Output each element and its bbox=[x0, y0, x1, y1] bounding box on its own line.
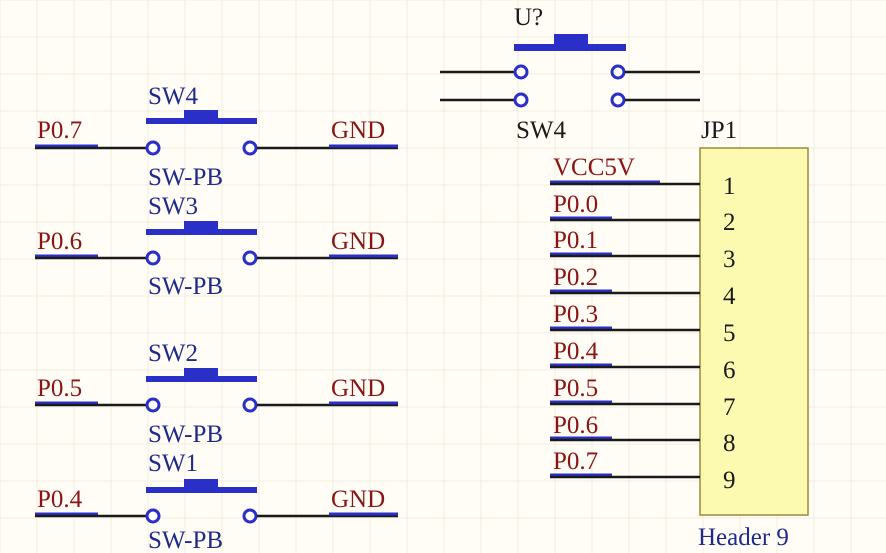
switch-actuator-button bbox=[554, 34, 588, 46]
header-pin-9: P0.7 9 bbox=[550, 448, 736, 494]
pin-pad bbox=[610, 64, 626, 80]
pin-pad bbox=[513, 64, 529, 80]
switch-actuator-bar bbox=[146, 118, 257, 124]
header-jp1[interactable]: JP1 Header 9 VCC5V 1 P0.0 2 P0.1 3 P0.2 … bbox=[550, 117, 809, 551]
pin-number: 4 bbox=[723, 283, 736, 310]
switch-designator: SW3 bbox=[148, 193, 198, 220]
header-body bbox=[699, 147, 809, 516]
pin-net-label: P0.2 bbox=[553, 264, 598, 291]
switch-designator: SW4 bbox=[148, 83, 199, 110]
switch-value: SW-PB bbox=[148, 273, 223, 300]
header-pin-7: P0.5 7 bbox=[550, 375, 736, 421]
header-pin-1: VCC5V 1 bbox=[550, 154, 736, 200]
pin-net-label: P0.1 bbox=[553, 227, 598, 254]
pin-net-label: P0.7 bbox=[553, 448, 598, 475]
pin-number: 5 bbox=[723, 320, 736, 347]
net-label-left: P0.4 bbox=[37, 486, 83, 513]
switch-sw1[interactable]: P0.4 GND SW1 SW-PB bbox=[35, 450, 398, 553]
pin-net-label: VCC5V bbox=[553, 154, 635, 181]
header-pin-5: P0.3 5 bbox=[550, 301, 736, 347]
pin-number: 3 bbox=[723, 246, 736, 273]
switch-sw3[interactable]: P0.6 GND SW3 SW-PB bbox=[35, 193, 398, 300]
net-label-left: P0.7 bbox=[37, 117, 82, 144]
switch-actuator-button bbox=[184, 221, 218, 231]
net-label-left: P0.5 bbox=[37, 375, 82, 402]
pin-number: 7 bbox=[723, 394, 736, 421]
header-pin-3: P0.1 3 bbox=[550, 227, 736, 273]
pin-pad bbox=[145, 250, 161, 266]
pin-pad bbox=[145, 397, 161, 413]
switch-actuator-bar bbox=[146, 229, 257, 235]
net-label-left: P0.6 bbox=[37, 228, 82, 255]
switch-sw4[interactable]: P0.7 GND SW4 SW-PB bbox=[35, 83, 398, 191]
pin-net-label: P0.3 bbox=[553, 301, 598, 328]
net-label-right: GND bbox=[331, 228, 385, 255]
switch-actuator-bar bbox=[514, 44, 626, 51]
net-label-right: GND bbox=[331, 117, 385, 144]
switch-actuator-button bbox=[184, 110, 218, 120]
pin-number: 2 bbox=[723, 209, 736, 236]
pin-number: 6 bbox=[723, 357, 736, 384]
switch-value: SW4 bbox=[516, 117, 567, 144]
pin-pad bbox=[145, 140, 161, 156]
pin-pad bbox=[242, 250, 258, 266]
header-pin-2: P0.0 2 bbox=[550, 191, 736, 236]
net-label-right: GND bbox=[331, 375, 385, 402]
pin-number: 8 bbox=[723, 430, 736, 457]
switch-actuator-button bbox=[184, 368, 218, 378]
pin-pad bbox=[242, 508, 258, 524]
pin-pad bbox=[610, 92, 626, 108]
header-pin-4: P0.2 4 bbox=[550, 264, 736, 310]
header-pin-6: P0.4 6 bbox=[550, 338, 736, 384]
header-value: Header 9 bbox=[698, 524, 789, 551]
switch-designator: U? bbox=[514, 4, 543, 31]
pin-pad bbox=[242, 140, 258, 156]
pin-number: 1 bbox=[723, 173, 736, 200]
switch-designator: SW2 bbox=[148, 340, 198, 367]
switch-value: SW-PB bbox=[148, 164, 223, 191]
pin-pad bbox=[242, 397, 258, 413]
net-label-right: GND bbox=[331, 486, 385, 513]
switch-unplaced[interactable]: U? SW4 bbox=[440, 4, 700, 144]
pin-net-label: P0.4 bbox=[553, 338, 599, 365]
switch-designator: SW1 bbox=[148, 450, 198, 477]
pin-pad bbox=[513, 92, 529, 108]
header-designator: JP1 bbox=[701, 117, 737, 144]
pin-net-label: P0.6 bbox=[553, 412, 598, 439]
switch-value: SW-PB bbox=[148, 421, 223, 448]
switch-sw2[interactable]: P0.5 GND SW2 SW-PB bbox=[35, 340, 398, 448]
switch-actuator-bar bbox=[146, 376, 257, 382]
header-pin-8: P0.6 8 bbox=[550, 412, 736, 457]
switch-actuator-button bbox=[184, 479, 218, 489]
switch-actuator-bar bbox=[146, 487, 257, 493]
pin-number: 9 bbox=[723, 467, 736, 494]
pin-pad bbox=[145, 508, 161, 524]
switch-value: SW-PB bbox=[148, 527, 223, 553]
pin-net-label: P0.5 bbox=[553, 375, 598, 402]
pin-net-label: P0.0 bbox=[553, 191, 598, 218]
